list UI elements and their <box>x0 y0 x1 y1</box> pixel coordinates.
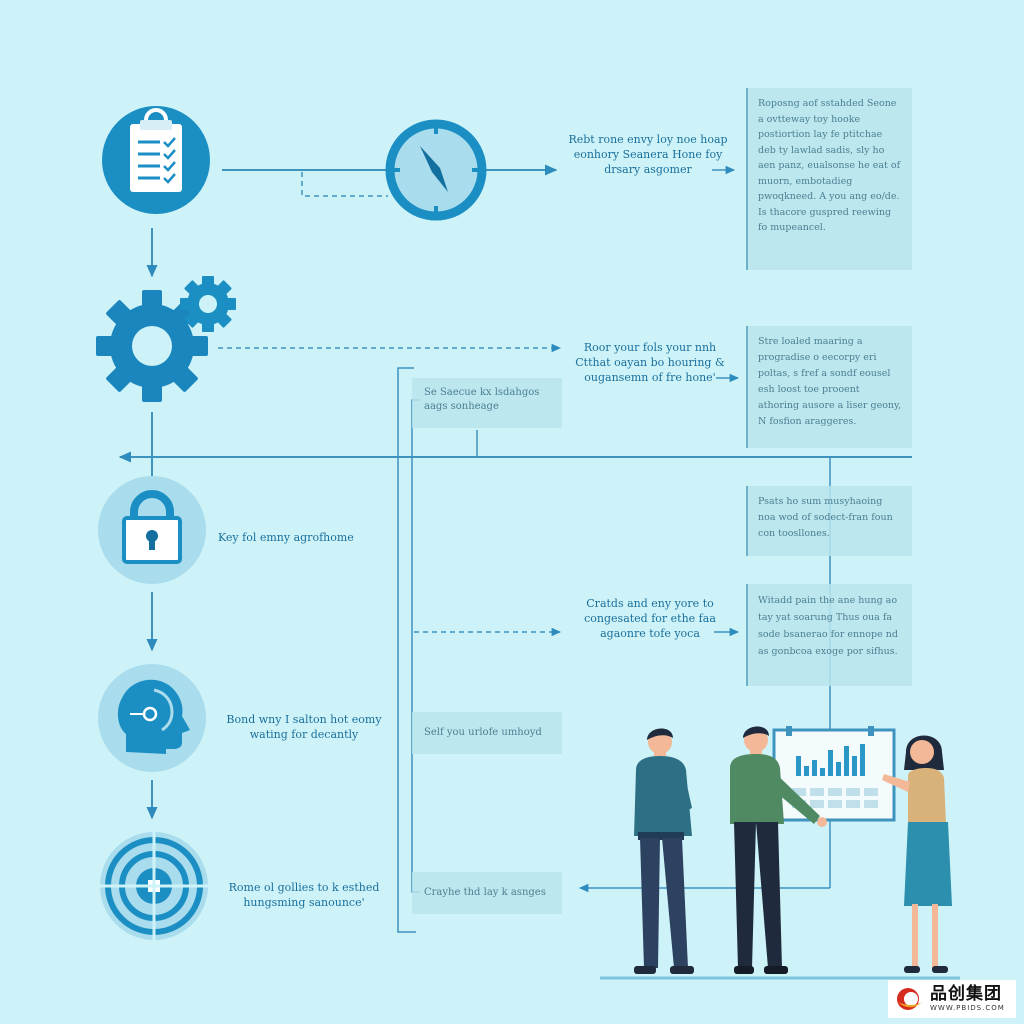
person-teal-skirt <box>882 735 952 973</box>
person-teal-shirt <box>634 728 694 974</box>
side-note-2: Stre loaled maaring a progradise o eecor… <box>746 326 912 448</box>
side-note-3: Psats ho sum musyhaoing noa wod of sodec… <box>746 486 912 556</box>
bracket-outer <box>397 367 416 933</box>
compass-label: Rebt rone envy loy noe hoap eonhory Sean… <box>568 133 728 176</box>
compass-icon <box>385 119 487 221</box>
inner-box-2: Self you urlofe umhoyd <box>412 712 562 754</box>
watermark-logo: 品创集团 WWW.PBIDS.COM <box>888 980 1016 1018</box>
watermark-url: WWW.PBIDS.COM <box>930 1004 1005 1012</box>
head-profile-icon <box>98 664 206 772</box>
board-bars <box>796 744 865 776</box>
head-profile-label: Bond wny I salton hot eomy wating for de… <box>226 713 382 741</box>
person-green-shirt <box>730 726 827 974</box>
clipboard-lock-icon <box>102 106 210 214</box>
bracket-inner <box>411 399 420 893</box>
padlock-label: Key fol emny agrofhome <box>218 531 354 544</box>
target-icon <box>100 832 208 940</box>
brand-logo-icon <box>897 988 922 1010</box>
inner-box-3: Crayhe thd lay k asnges <box>412 872 562 914</box>
watermark-brand: 品创集团 <box>930 984 1002 1004</box>
chart-board <box>772 726 896 822</box>
padlock-icon <box>98 476 206 584</box>
connector-dashed-bracket <box>301 172 388 197</box>
gears-icon <box>96 276 236 402</box>
gears-label: Roor your fols your nnh Ctthat oayan bo … <box>575 341 725 384</box>
side-note-1: Roposng aof sstahded Seone a ovtteway to… <box>746 88 912 270</box>
lower-flow-label: Cratds and eny yore to congesated for et… <box>584 597 716 640</box>
team-illustration <box>600 726 960 980</box>
target-label: Rome ol gollies to k esthed hungsming sa… <box>228 881 380 909</box>
side-note-4: Witadd pain the ane hung ao tay yat soar… <box>746 584 912 686</box>
inner-box-1: Se Saecue kx lsdahgos aags sonheage <box>412 378 562 428</box>
